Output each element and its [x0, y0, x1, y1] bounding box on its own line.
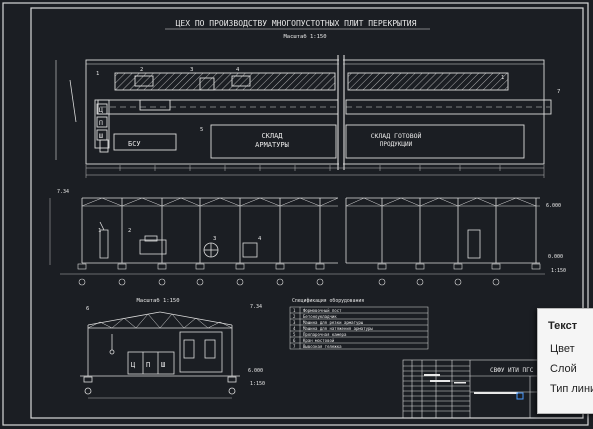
section-top-mark: 7.34 — [250, 304, 262, 310]
section-sh: Ш — [161, 361, 165, 369]
elevation-footings — [60, 263, 545, 275]
label-sklad-gotovoy-2: ПРОДУКЦИИ — [380, 141, 413, 148]
properties-context-menu[interactable]: Текст Цвет Слой Тип линий — [537, 308, 593, 414]
elevation-callout-3: 3 — [213, 236, 216, 242]
label-sklad-armatury-2: АРМАТУРЫ — [255, 141, 289, 149]
elevation-right-scale: 1:150 — [551, 268, 566, 274]
legend-row-number: 6 — [293, 338, 296, 343]
elevation-callout-2: 2 — [128, 228, 131, 234]
section-c: Ц — [131, 361, 136, 369]
selection-grip[interactable] — [516, 392, 524, 400]
plan-callout-5: 5 — [200, 127, 203, 133]
drawing-title: ЦЕХ ПО ПРОИЗВОДСТВУ МНОГОПУСТОТНЫХ ПЛИТ … — [176, 19, 417, 28]
elevation-right-top-mark: 6.000 — [546, 203, 561, 209]
elevation-axis-markers — [78, 278, 500, 286]
legend-row-number: 2 — [293, 314, 296, 319]
legend-row-text: Бетоноукладчик — [303, 314, 337, 319]
section-right-mark: 6.000 — [248, 368, 263, 374]
label-c: Ц — [99, 106, 103, 114]
cross-section — [80, 311, 240, 399]
legend-row-number: 4 — [293, 326, 296, 331]
legend-row-text: Пропарочная камера — [303, 332, 347, 337]
elevation-left-mark: 7.34 — [57, 189, 69, 195]
longitudinal-section — [81, 195, 540, 267]
legend-row-text: Кран мостовой — [303, 338, 335, 343]
plan-callout-1: 1 — [96, 71, 99, 77]
label-sklad-armatury-1: СКЛАД — [261, 132, 283, 140]
section-scale: Масштаб 1:150 — [136, 297, 179, 304]
legend-row-number: 7 — [293, 344, 296, 349]
elevation-callout-4: 4 — [258, 236, 262, 242]
label-bsu: БСУ — [128, 140, 141, 148]
drawing-scale: Масштаб 1:150 — [283, 33, 326, 40]
legend-row-number: 3 — [293, 320, 296, 325]
legend-row-number: 5 — [293, 332, 296, 337]
elevation-callout-1: 1 — [98, 228, 101, 234]
legend-title: Спецификация оборудования — [292, 297, 364, 304]
menu-title: Текст — [548, 320, 578, 332]
legend-row-text: Машина для резки арматуры — [303, 320, 364, 325]
plan-callout-1b: 1 — [501, 75, 504, 81]
section-callout-6: 6 — [86, 306, 89, 312]
label-sh: Ш — [99, 132, 103, 140]
menu-item-layer[interactable]: Слой — [550, 363, 577, 375]
section-p: П — [146, 361, 150, 369]
legend-row-text: Машина для натяжения арматуры — [303, 326, 373, 331]
plan-callout-2: 2 — [140, 67, 143, 73]
floor-plan — [55, 55, 552, 170]
stamp-title: СВФУ ИТИ ПГС — [490, 367, 534, 374]
label-sklad-gotovoy-1: СКЛАД ГОТОВОЙ — [371, 131, 422, 140]
plan-callout-4: 4 — [236, 67, 240, 73]
legend-table — [289, 306, 429, 350]
section-bottom-mark: 1:150 — [250, 381, 265, 387]
legend-row-text: Формовочный пост — [303, 308, 342, 313]
label-p: П — [99, 119, 103, 127]
plan-callout-3: 3 — [190, 67, 193, 73]
plan-callout-7: 7 — [557, 89, 560, 95]
elevation-right-bottom-mark: 0.000 — [548, 254, 563, 260]
menu-item-linetype[interactable]: Тип линий — [550, 383, 593, 395]
menu-item-color[interactable]: Цвет — [550, 343, 575, 355]
title-block-fill — [424, 374, 518, 394]
legend-row-number: 1 — [293, 308, 296, 313]
plan-dimensions — [85, 165, 545, 178]
sheet-frame — [2, 2, 589, 426]
legend-row-text: Вывозная тележка — [303, 344, 342, 349]
